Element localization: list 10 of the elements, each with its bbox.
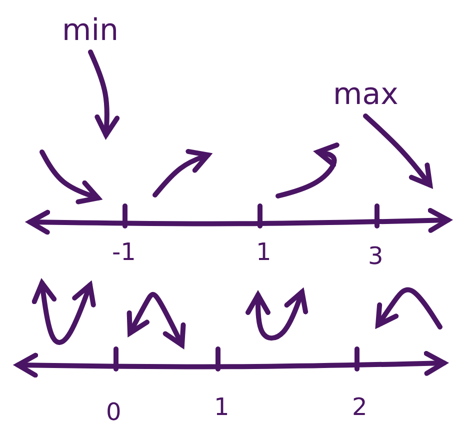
- tick-label: 1: [256, 240, 272, 264]
- tick-label: 1: [214, 395, 230, 419]
- arrow: [363, 114, 432, 188]
- arrow: [88, 50, 120, 138]
- tick-label: 0: [106, 400, 122, 424]
- tick-label: 2: [352, 395, 368, 419]
- label-text: max: [333, 80, 398, 110]
- tick-label: -1: [112, 240, 136, 264]
- label-text: min: [62, 16, 119, 46]
- tick-label: 3: [368, 244, 384, 268]
